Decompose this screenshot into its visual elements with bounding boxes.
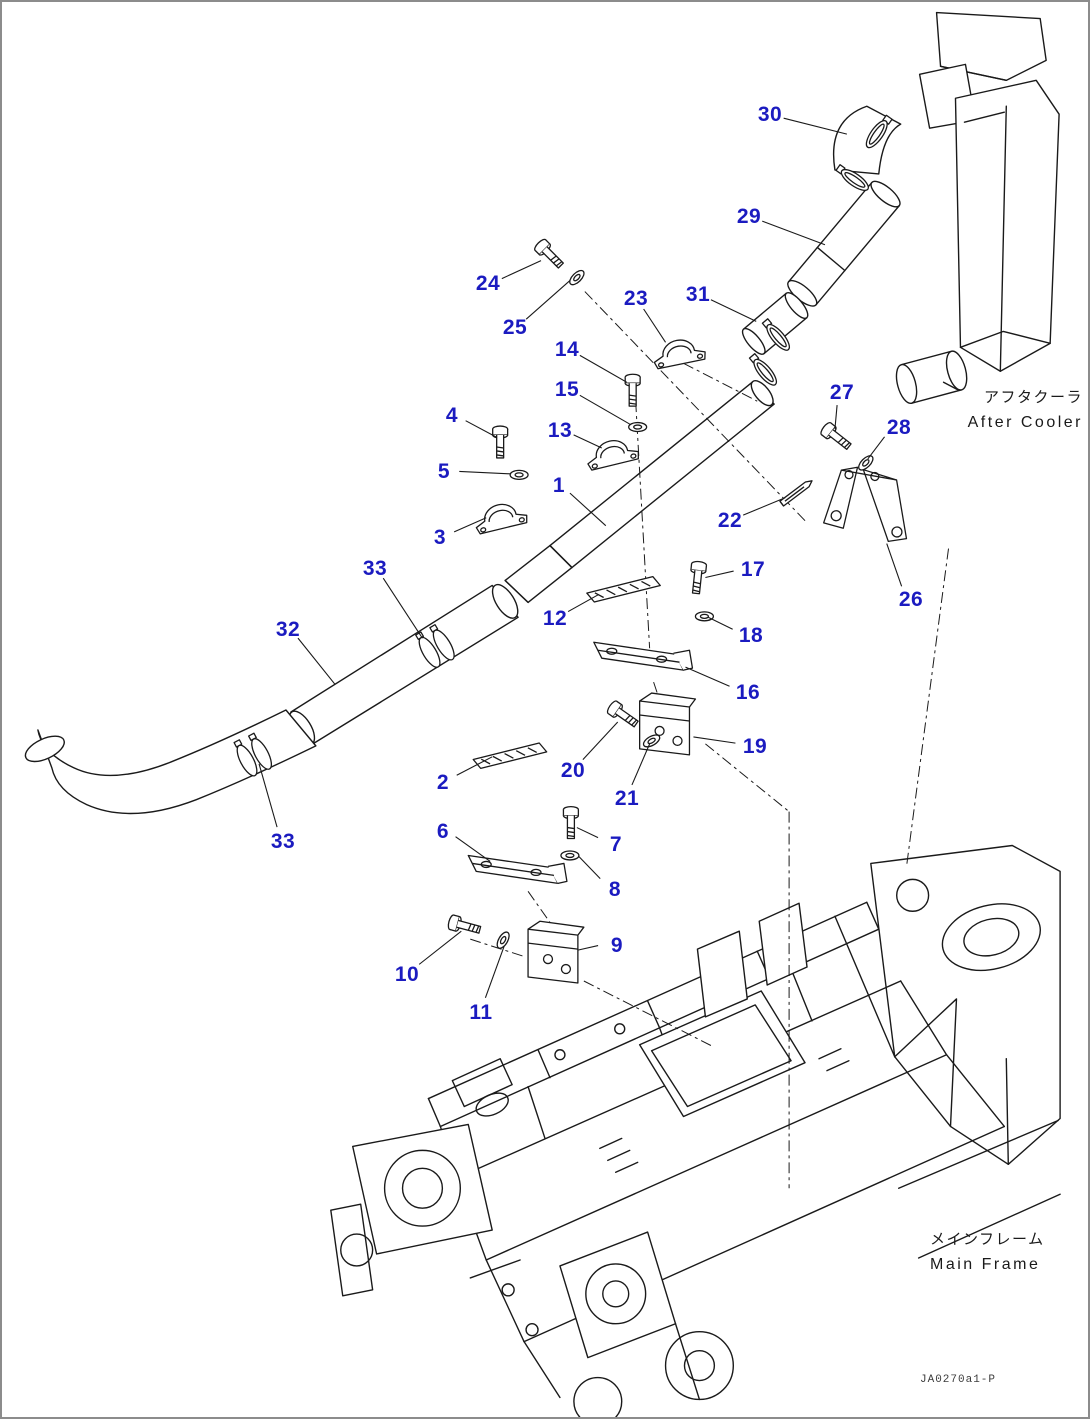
part-clamp-3 bbox=[475, 503, 528, 535]
leader-line-21 bbox=[631, 743, 651, 786]
leader-line-16 bbox=[685, 666, 730, 687]
leader-line-13 bbox=[573, 434, 603, 449]
after-cooler-label-en: After Cooler bbox=[967, 414, 1083, 431]
part-plate-2 bbox=[472, 742, 548, 770]
leader-line-29 bbox=[762, 220, 826, 246]
main-pipe-art bbox=[504, 380, 775, 604]
leader-line-5 bbox=[459, 470, 512, 475]
part-bolt-27 bbox=[820, 421, 852, 450]
main-frame-label: メインフレーム Main Frame bbox=[930, 1228, 1045, 1274]
part-bracket-6 bbox=[467, 854, 568, 885]
leader-line-9 bbox=[577, 945, 599, 951]
part-clamp-33-lower bbox=[233, 732, 273, 777]
leader-line-3 bbox=[453, 517, 487, 533]
after-cooler-label-jp: アフタクーラ bbox=[983, 389, 1083, 406]
leader-line-28 bbox=[867, 436, 885, 460]
leader-line-30 bbox=[783, 117, 848, 135]
exhaust-pipe-art bbox=[288, 583, 519, 746]
leader-line-19 bbox=[693, 736, 736, 744]
part-clamp-33-upper bbox=[415, 623, 455, 668]
leader-line-15 bbox=[579, 394, 630, 425]
leader-line-7 bbox=[576, 827, 599, 839]
connector-art bbox=[741, 291, 809, 355]
part-bolt-7 bbox=[562, 805, 580, 840]
leader-line-23 bbox=[643, 308, 667, 343]
leader-line-8 bbox=[578, 856, 601, 879]
leader-line-17 bbox=[705, 570, 734, 579]
leader-line-25 bbox=[525, 280, 571, 320]
leader-line-4 bbox=[465, 420, 497, 438]
leader-line-33 bbox=[258, 763, 278, 828]
part-bracket-9 bbox=[527, 920, 585, 984]
part-bolt-4 bbox=[492, 425, 509, 459]
part-pin-22 bbox=[779, 480, 813, 507]
part-bolt-10 bbox=[447, 914, 482, 934]
part-clamp-30-lower bbox=[835, 164, 870, 191]
part-plate-12 bbox=[586, 575, 661, 603]
part-washer-8 bbox=[560, 850, 580, 861]
part-clamp-31-upper bbox=[761, 318, 791, 351]
leader-line-18 bbox=[708, 616, 733, 630]
part-bolt-24 bbox=[534, 238, 564, 269]
drawing-number: JA0270a1-P bbox=[920, 1374, 997, 1386]
leader-line-27 bbox=[834, 404, 838, 430]
leader-line-31 bbox=[710, 299, 757, 322]
leader-line-14 bbox=[579, 354, 627, 383]
part-washer-11 bbox=[496, 931, 510, 949]
part-bolt-20 bbox=[606, 700, 639, 728]
leader-line-20 bbox=[582, 721, 619, 760]
part-washer-28 bbox=[858, 455, 874, 471]
after-cooler-label: アフタクーラ After Cooler bbox=[968, 386, 1083, 432]
part-washer-5 bbox=[509, 469, 529, 480]
leader-line-24 bbox=[501, 260, 542, 280]
leader-line-33 bbox=[382, 577, 423, 639]
leader-line-2 bbox=[456, 756, 493, 776]
part-bracket-26 bbox=[823, 466, 908, 542]
leader-lines-layer bbox=[258, 117, 903, 999]
part-clamp-30-upper bbox=[865, 114, 893, 149]
part-clamp-31-lower bbox=[748, 353, 778, 386]
part-washer-21 bbox=[642, 734, 661, 748]
main-frame-label-en: Main Frame bbox=[930, 1256, 1041, 1273]
leader-line-32 bbox=[297, 637, 336, 685]
hardware-parts-layer bbox=[233, 114, 908, 984]
part-washer-15 bbox=[628, 421, 648, 433]
leader-line-1 bbox=[569, 492, 607, 527]
part-bolt-14 bbox=[624, 373, 641, 407]
leader-line-22 bbox=[742, 497, 786, 516]
leader-line-12 bbox=[567, 593, 600, 613]
after-cooler-art bbox=[895, 11, 1060, 405]
part-clamp-23 bbox=[653, 339, 706, 370]
part-clamp-13 bbox=[587, 440, 639, 471]
main-frame-label-jp: メインフレーム bbox=[930, 1231, 1045, 1248]
leader-line-10 bbox=[418, 930, 462, 965]
part-bolt-17 bbox=[690, 560, 708, 595]
part-washer-25 bbox=[569, 269, 585, 286]
leader-line-26 bbox=[886, 543, 903, 587]
part-bracket-16 bbox=[593, 641, 694, 671]
main-frame-art bbox=[330, 844, 1061, 1417]
part-washer-18 bbox=[694, 611, 715, 622]
tail-pipe-art bbox=[24, 709, 317, 815]
leader-line-6 bbox=[455, 836, 491, 862]
leader-line-11 bbox=[484, 945, 505, 999]
tube-art bbox=[787, 180, 901, 307]
